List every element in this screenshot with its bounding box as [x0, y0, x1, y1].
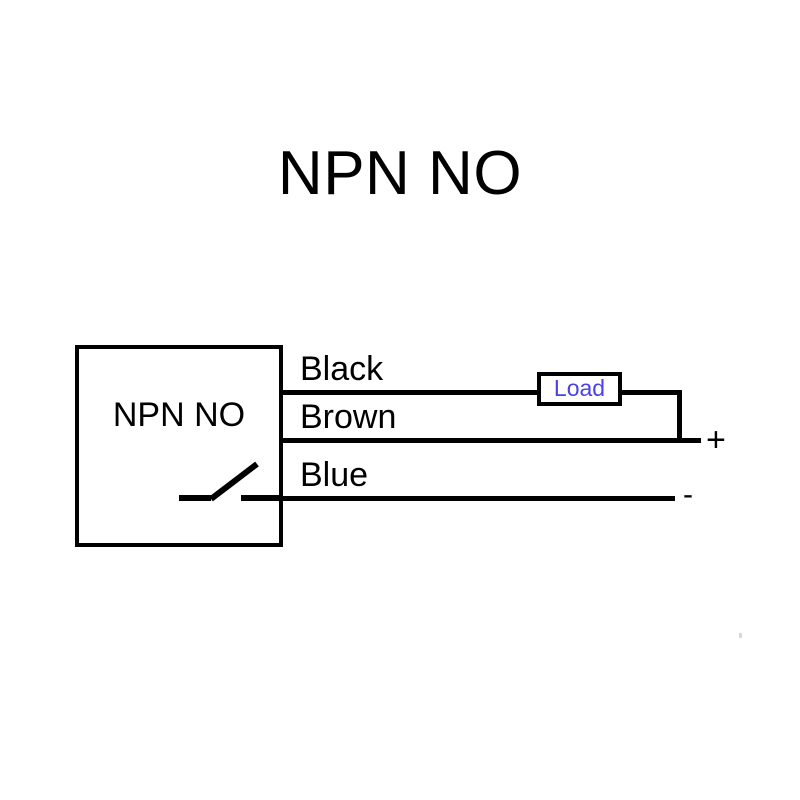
- sensor-label: NPN NO: [112, 396, 246, 434]
- wire-label-brown: Brown: [300, 398, 397, 436]
- wire-black-drop: [677, 390, 682, 442]
- wire-label-blue: Blue: [300, 456, 369, 494]
- wire-black: [281, 390, 539, 395]
- page-title: NPN NO: [277, 139, 523, 208]
- terminal-positive: +: [706, 421, 726, 459]
- wire-black-return: [620, 390, 682, 395]
- scan-artifact: [739, 633, 742, 638]
- load-label: Load: [553, 375, 606, 401]
- load-component: [537, 372, 622, 406]
- wire-brown: [281, 438, 701, 443]
- wire-blue: [281, 496, 675, 501]
- normally-open-switch-icon: [179, 461, 281, 502]
- sensor-body: [75, 345, 283, 547]
- terminal-negative: -: [683, 478, 693, 511]
- wire-label-black: Black: [300, 350, 384, 388]
